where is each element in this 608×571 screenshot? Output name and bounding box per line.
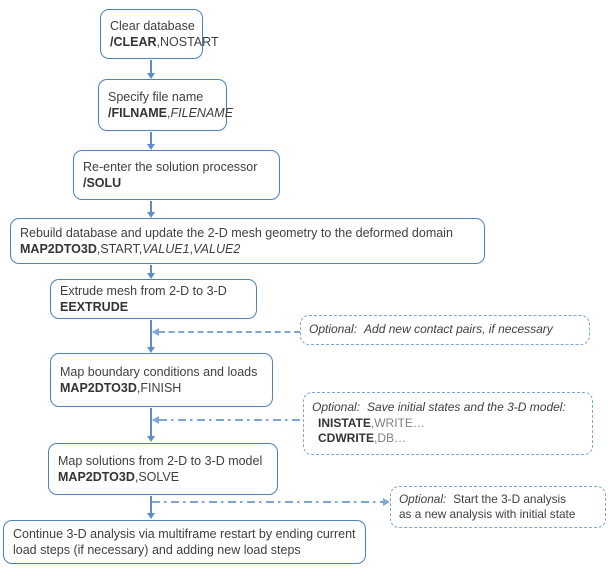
optional-text: Optional: Save initial states and the 3-D… xyxy=(312,400,584,416)
command-separator: , xyxy=(189,242,194,256)
optional-label: Optional: xyxy=(309,322,358,337)
command-name: /FILNAME xyxy=(108,106,168,120)
optional-connector-dashdot xyxy=(152,416,303,424)
command-argument: VALUE2 xyxy=(193,242,241,256)
step-command: MAP2DTO3D,FINISH xyxy=(60,380,263,396)
command-args: ,WRITE… xyxy=(370,415,425,430)
step-map-solutions: Map solutions from 2-D to 3-D model MAP2… xyxy=(48,443,278,495)
step-description: Map boundary conditions and loads xyxy=(60,364,258,379)
step-map-boundary-conditions: Map boundary conditions and loads MAP2DT… xyxy=(50,353,273,407)
arrowhead-down-icon xyxy=(147,436,155,442)
step-clear-database: Clear database /CLEAR,NOSTART xyxy=(100,9,219,59)
optional-note-text: as a new analysis with initial state xyxy=(399,507,576,521)
step-reenter-solution-processor: Re-enter the solution processor /SOLU xyxy=(73,150,280,200)
optional-command: CDWRITE,DB… xyxy=(318,431,584,447)
arrowhead-left-icon xyxy=(152,328,159,336)
flow-arrow xyxy=(147,265,155,279)
command-args: ,START, xyxy=(96,242,143,256)
optional-text: Optional: Start the 3-D analysis xyxy=(399,492,597,507)
step-rebuild-database: Rebuild database and update the 2-D mesh… xyxy=(10,218,485,264)
command-args: ,DB… xyxy=(374,431,407,446)
command-name: INISTATE xyxy=(318,415,371,430)
step-description: Rebuild database and update the 2-D mesh… xyxy=(20,225,453,240)
flow-arrow xyxy=(147,60,155,79)
command-name: /SOLU xyxy=(83,176,122,190)
arrowhead-left-icon xyxy=(152,416,159,424)
arrowhead-down-icon xyxy=(147,513,155,519)
optional-text: Optional: Add new contact pairs, if neces… xyxy=(309,322,581,338)
optional-label: Optional: xyxy=(399,491,447,506)
arrowhead-down-icon xyxy=(147,347,155,353)
step-command: /CLEAR,NOSTART xyxy=(110,34,219,50)
command-name: MAP2DTO3D xyxy=(20,242,97,256)
optional-note-contact-pairs: Optional: Add new contact pairs, if neces… xyxy=(300,315,590,345)
arrowhead-right-icon xyxy=(383,498,390,506)
step-command: /SOLU xyxy=(83,175,270,191)
command-argument: FILENAME xyxy=(170,106,234,120)
step-command: MAP2DTO3D,START,VALUE1,VALUE2 xyxy=(20,241,475,257)
command-args: ,FINISH xyxy=(136,381,182,395)
optional-label: Optional: xyxy=(312,400,361,415)
step-description: Continue 3-D analysis via multiframe res… xyxy=(13,526,356,557)
step-description: Re-enter the solution processor xyxy=(83,159,258,174)
arrowhead-down-icon xyxy=(147,212,155,218)
arrowhead-down-icon xyxy=(147,273,155,279)
command-name: EEXTRUDE xyxy=(60,300,129,314)
optional-connector-dashed xyxy=(152,328,300,336)
step-specify-file-name: Specify file name /FILNAME,FILENAME xyxy=(98,79,233,131)
flow-arrow xyxy=(147,320,155,353)
step-command: MAP2DTO3D,SOLVE xyxy=(58,469,268,485)
command-name: MAP2DTO3D xyxy=(60,381,137,395)
step-description: Extrude mesh from 2-D to 3-D xyxy=(60,283,227,298)
step-description: Specify file name xyxy=(108,89,204,104)
optional-connector-dashdot xyxy=(152,498,390,506)
optional-note-text: Start the 3-D analysis xyxy=(453,491,566,506)
command-name: CDWRITE xyxy=(318,431,374,446)
command-name: MAP2DTO3D xyxy=(58,470,135,484)
step-description: Clear database xyxy=(110,18,195,33)
optional-note-start-3d-analysis: Optional: Start the 3-D analysis as a new… xyxy=(390,486,606,528)
step-command: /FILNAME,FILENAME xyxy=(108,105,233,121)
command-args: ,SOLVE xyxy=(134,470,180,484)
step-command: EEXTRUDE xyxy=(60,299,247,315)
command-separator: , xyxy=(167,106,171,120)
optional-note-text: Save initial states and the 3-D model: xyxy=(367,400,566,415)
flow-arrow xyxy=(147,201,155,218)
step-continue-3d-analysis: Continue 3-D analysis via multiframe res… xyxy=(3,520,366,564)
optional-note-save-initial-states: Optional: Save initial states and the 3-D… xyxy=(303,392,593,455)
arrowhead-down-icon xyxy=(147,73,155,79)
command-args: ,NOSTART xyxy=(156,35,219,49)
command-name: /CLEAR xyxy=(110,35,157,49)
step-extrude-mesh: Extrude mesh from 2-D to 3-D EEXTRUDE xyxy=(50,279,257,319)
optional-command: INISTATE,WRITE… xyxy=(318,416,584,432)
step-description: Map solutions from 2-D to 3-D model xyxy=(58,453,263,468)
flow-arrow xyxy=(147,408,155,442)
optional-note-text: Add new contact pairs, if necessary xyxy=(364,322,553,337)
arrowhead-down-icon xyxy=(147,144,155,150)
flow-arrow xyxy=(147,496,155,519)
command-argument: VALUE1 xyxy=(142,242,190,256)
flow-arrow xyxy=(147,132,155,150)
